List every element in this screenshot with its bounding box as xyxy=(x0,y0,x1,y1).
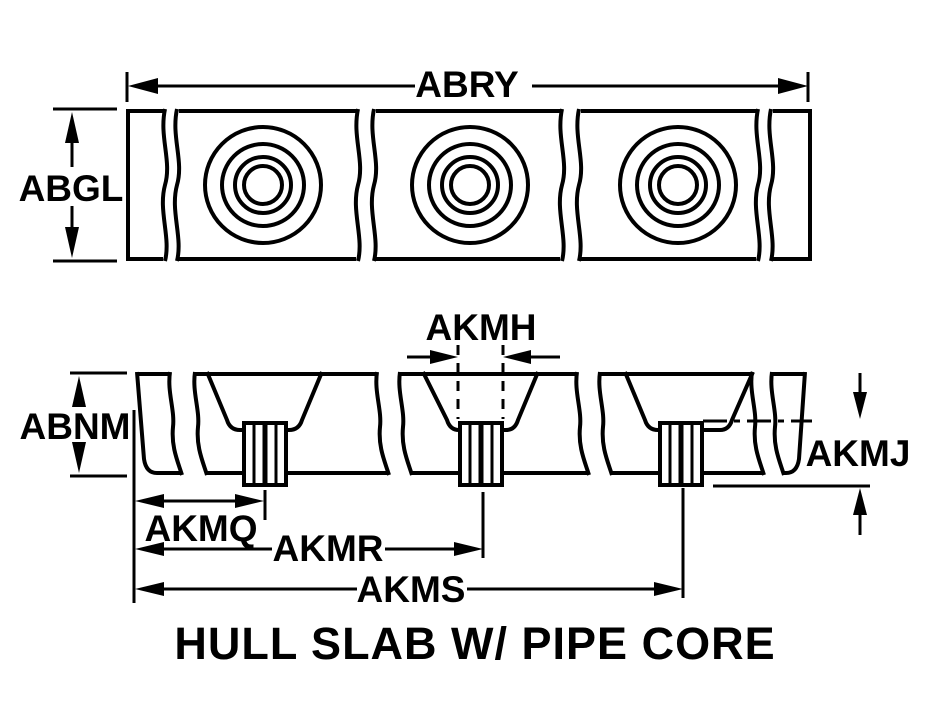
dimension-label-akmh: AKMH xyxy=(426,307,537,348)
plan-slab-outline xyxy=(126,109,812,261)
dimension-akms: AKMS xyxy=(135,488,685,610)
pipe-core-section-1 xyxy=(242,421,288,487)
dimension-label-abnm: ABNM xyxy=(20,406,131,447)
dimension-akmr: AKMR xyxy=(135,492,485,569)
dimension-label-akmr: AKMR xyxy=(273,528,384,569)
core-pocket-1 xyxy=(205,371,324,432)
core-pocket-3 xyxy=(623,371,755,432)
dimension-abgl: ABGL xyxy=(19,107,124,263)
pipe-core-section-3 xyxy=(658,421,704,487)
dimension-label-abry: ABRY xyxy=(415,64,519,105)
dimension-akmq: AKMQ xyxy=(132,410,267,603)
section-view: AKMH ABNM AKMJ AKMQ xyxy=(20,307,911,610)
dimension-akmh: AKMH xyxy=(407,307,560,419)
dimension-abnm: ABNM xyxy=(20,371,131,478)
pipe-core-circles-3 xyxy=(618,125,738,245)
section-slab-outline xyxy=(135,371,807,475)
plan-break-lines xyxy=(160,107,776,263)
pipe-core-circles-2 xyxy=(410,125,530,245)
dimension-label-abgl: ABGL xyxy=(19,168,124,209)
pipe-core-circles-1 xyxy=(203,125,323,245)
dimension-label-akmj: AKMJ xyxy=(806,433,911,474)
dimension-akmj: AKMJ xyxy=(703,373,910,535)
plan-view: ABRY ABGL xyxy=(19,64,812,263)
drawing-title: HULL SLAB W/ PIPE CORE xyxy=(174,618,775,669)
dimension-label-akms: AKMS xyxy=(357,569,466,610)
pipe-core-section-2 xyxy=(458,421,504,487)
dimension-abry: ABRY xyxy=(125,64,810,105)
